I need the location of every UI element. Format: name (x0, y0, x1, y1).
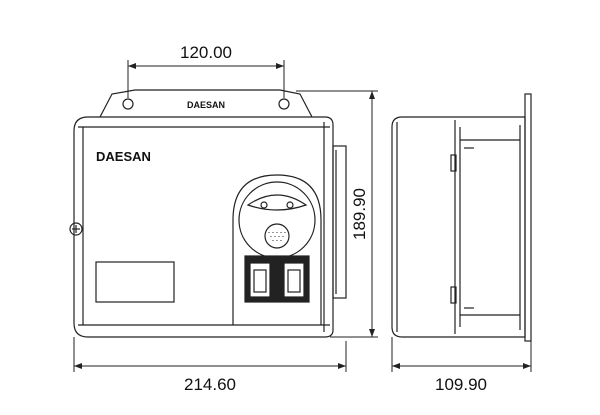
front-view (69, 89, 347, 338)
control-panel (232, 174, 322, 325)
speaker-dots (268, 232, 286, 241)
bracket-brand-label: DAESAN (187, 100, 225, 110)
switch-left (253, 269, 267, 293)
indicator-right (286, 201, 294, 209)
front-brand-label: DAESAN (96, 149, 151, 164)
mounting-bracket (99, 89, 313, 118)
dimension-lines (73, 60, 532, 372)
dim-width: 214.60 (184, 375, 236, 394)
display-window (95, 261, 175, 303)
side-view (391, 93, 532, 342)
dim-hole-spacing: 120.00 (180, 43, 232, 62)
mount-hole-left (122, 98, 134, 110)
side-body (391, 116, 526, 338)
mount-hole-right (278, 98, 290, 110)
switch-right (287, 269, 301, 293)
speaker-grille (264, 223, 290, 249)
dial-outer (238, 181, 316, 259)
dial-face (246, 194, 308, 211)
side-clip (332, 145, 347, 299)
side-bracket (524, 93, 532, 342)
enclosure-body (73, 116, 334, 338)
dim-depth: 109.90 (435, 375, 487, 394)
dim-height: 189.90 (350, 188, 369, 240)
dimension-arrows (74, 63, 531, 369)
screw-icon (69, 222, 83, 236)
indicator-left (260, 201, 268, 209)
